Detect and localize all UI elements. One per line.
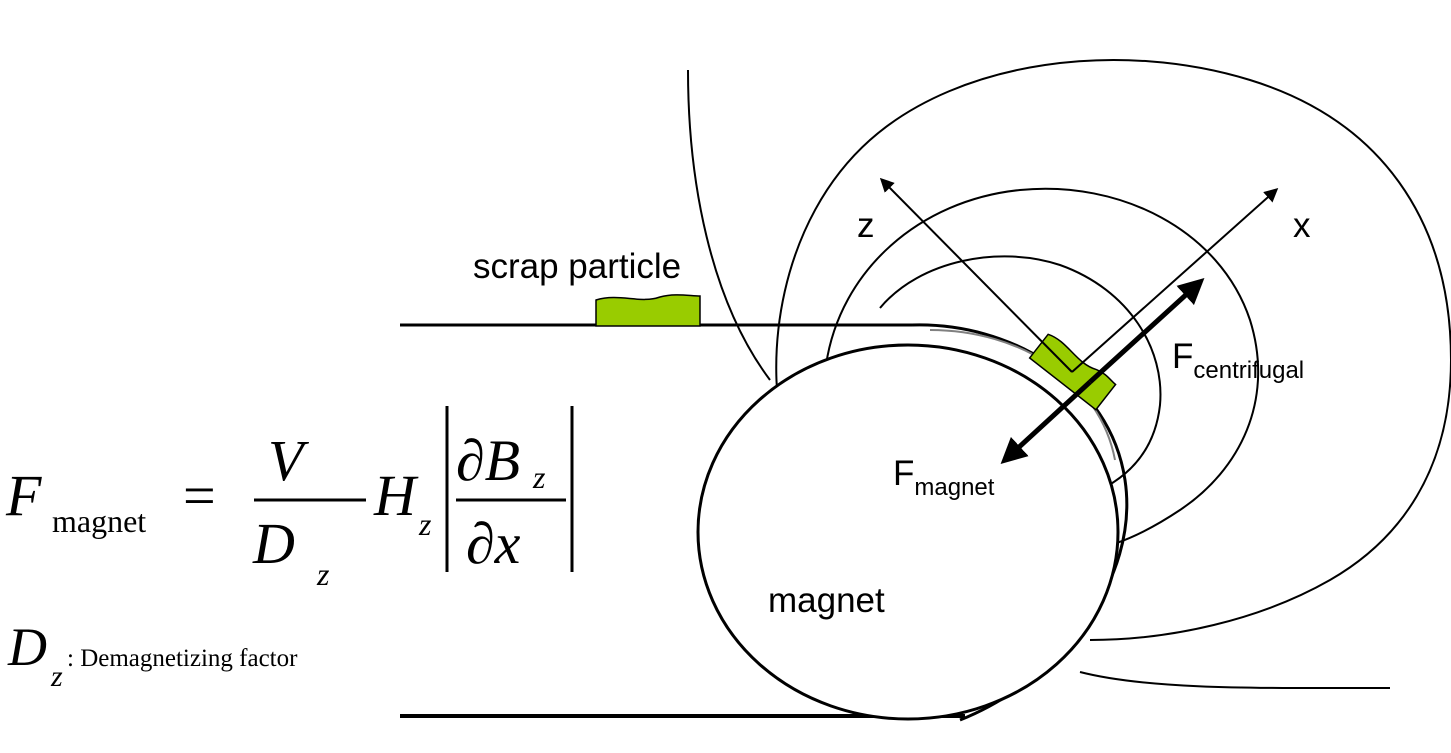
field-line-bottom	[1079, 671, 1391, 690]
formula-partial-bottom: ∂x	[466, 511, 521, 576]
axis-x-label: x	[1293, 206, 1311, 245]
forces	[1000, 277, 1205, 465]
legend-symbol: D	[7, 617, 47, 677]
formula-equals: =	[183, 463, 216, 528]
demagnetizing-factor-legend: D z : Demagnetizing factor	[7, 617, 298, 693]
centrifugal-force-label: Fcentrifugal	[1172, 337, 1304, 384]
x-axis-arrow	[1071, 188, 1279, 373]
field-line-left	[687, 69, 771, 381]
formula-field-subscript: z	[418, 506, 432, 542]
magnet-force-arrow	[1000, 380, 1092, 465]
formula-lhs-subscript: magnet	[52, 503, 146, 539]
legend-subscript: z	[50, 660, 63, 693]
centrifugal-force-arrow	[1088, 277, 1205, 384]
legend-description: : Demagnetizing factor	[67, 645, 298, 672]
axis-z-label: z	[857, 206, 875, 245]
magnetic-force-formula: F magnet = V D z H z ∂B z ∂x	[5, 406, 574, 592]
field-line-middle	[825, 187, 1260, 551]
field-lines	[687, 59, 1451, 690]
scrap-particle-on-belt	[595, 294, 701, 327]
magnet-label: magnet	[768, 581, 885, 620]
scrap-particle-label: scrap particle	[473, 247, 681, 286]
formula-field-symbol: H	[373, 463, 419, 528]
formula-partial-top: ∂B	[456, 428, 520, 493]
formula-numerator: V	[268, 428, 310, 493]
formula-partial-top-subscript: z	[532, 459, 546, 495]
formula-denominator-symbol: D	[252, 511, 295, 576]
magnet-force-label: Fmagnet	[893, 454, 995, 501]
magnet-drum	[696, 343, 1120, 721]
formula-lhs-symbol: F	[5, 463, 42, 528]
axes	[879, 177, 1279, 373]
z-axis-arrow	[879, 177, 1073, 373]
formula-denominator-subscript: z	[316, 556, 330, 592]
field-line-outer	[775, 59, 1451, 641]
field-line-inner	[879, 255, 1162, 491]
